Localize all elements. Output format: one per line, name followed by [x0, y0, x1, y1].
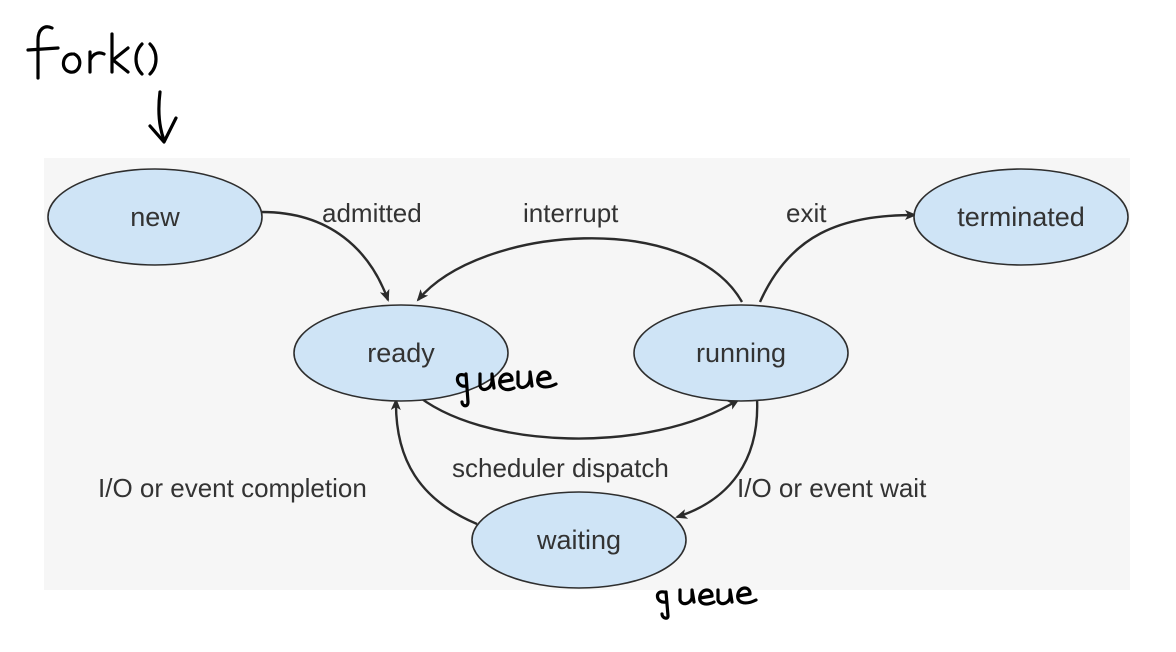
label-io-event-wait: I/O or event wait [737, 473, 927, 503]
label-io-event-completion: I/O or event completion [98, 473, 367, 503]
edge-running-to-waiting [675, 397, 759, 519]
state-terminated: terminated [913, 168, 1129, 266]
edge-running-to-terminated [758, 210, 917, 303]
edge-ready-to-running-dispatch [412, 391, 740, 440]
state-ready: ready [293, 304, 509, 402]
label-exit: exit [786, 198, 827, 228]
edge-running-to-ready-interrupt [416, 237, 744, 303]
state-running-label: running [696, 338, 786, 368]
state-new-label: new [130, 202, 180, 232]
state-ready-label: ready [367, 338, 435, 368]
label-scheduler-dispatch: scheduler dispatch [452, 453, 669, 483]
state-new: new [47, 168, 263, 266]
handwritten-fork-annotation [26, 25, 158, 80]
handwritten-queue-waiting [655, 586, 758, 620]
handwritten-down-arrow [148, 90, 178, 144]
state-waiting-label: waiting [536, 525, 621, 555]
edge-waiting-to-ready [390, 398, 478, 526]
label-admitted: admitted [322, 198, 422, 228]
state-waiting: waiting [471, 491, 687, 589]
label-interrupt: interrupt [523, 198, 619, 228]
state-terminated-label: terminated [957, 202, 1085, 232]
edge-new-to-ready [261, 210, 390, 302]
handwritten-queue-ready [455, 370, 558, 408]
state-running: running [633, 304, 849, 402]
